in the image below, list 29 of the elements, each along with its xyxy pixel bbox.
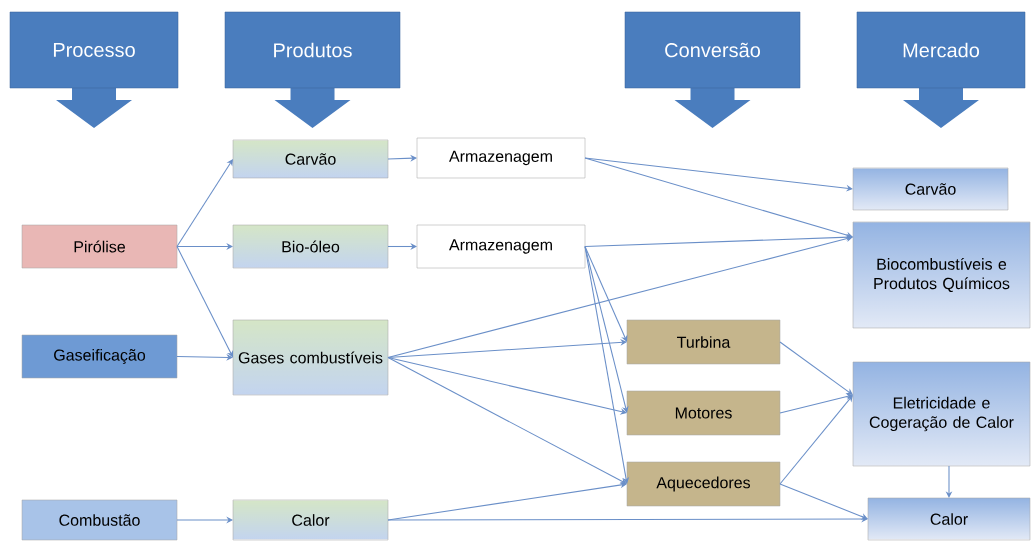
arrow bbox=[387, 243, 417, 250]
arrow bbox=[584, 245, 630, 484]
conversion-box: Aquecedores bbox=[626, 461, 781, 507]
process-box: Pirólise bbox=[21, 224, 178, 269]
arrow bbox=[584, 245, 628, 342]
arrow bbox=[176, 159, 233, 248]
arrow bbox=[387, 235, 853, 359]
product-box: Bio-óleo bbox=[232, 224, 389, 269]
process-box: Combustão bbox=[21, 499, 178, 541]
conversion-box: Turbina bbox=[626, 319, 781, 365]
market-box: Carvão bbox=[852, 167, 1009, 211]
arrow bbox=[387, 356, 627, 415]
product-box: Gases combustíveis bbox=[232, 319, 389, 396]
arrow bbox=[584, 233, 853, 248]
product-box: Carvão bbox=[232, 139, 389, 179]
storage-box: Armazenagem bbox=[416, 137, 586, 179]
arrow bbox=[779, 395, 853, 485]
market-box: Calor bbox=[867, 497, 1031, 541]
arrow bbox=[779, 393, 853, 414]
product-box: Calor bbox=[232, 499, 389, 541]
process-box: Gaseificação bbox=[21, 334, 178, 379]
arrow bbox=[387, 356, 627, 484]
arrow bbox=[779, 341, 853, 395]
arrow bbox=[779, 483, 868, 520]
market-box: Eletricidade e Cogeração de Calor bbox=[852, 361, 1031, 467]
storage-box: Armazenagem bbox=[416, 224, 586, 269]
conversion-box: Motores bbox=[626, 390, 781, 436]
arrow bbox=[176, 243, 233, 250]
market-box: Biocombustíveis e Produtos Químicos bbox=[852, 221, 1031, 329]
